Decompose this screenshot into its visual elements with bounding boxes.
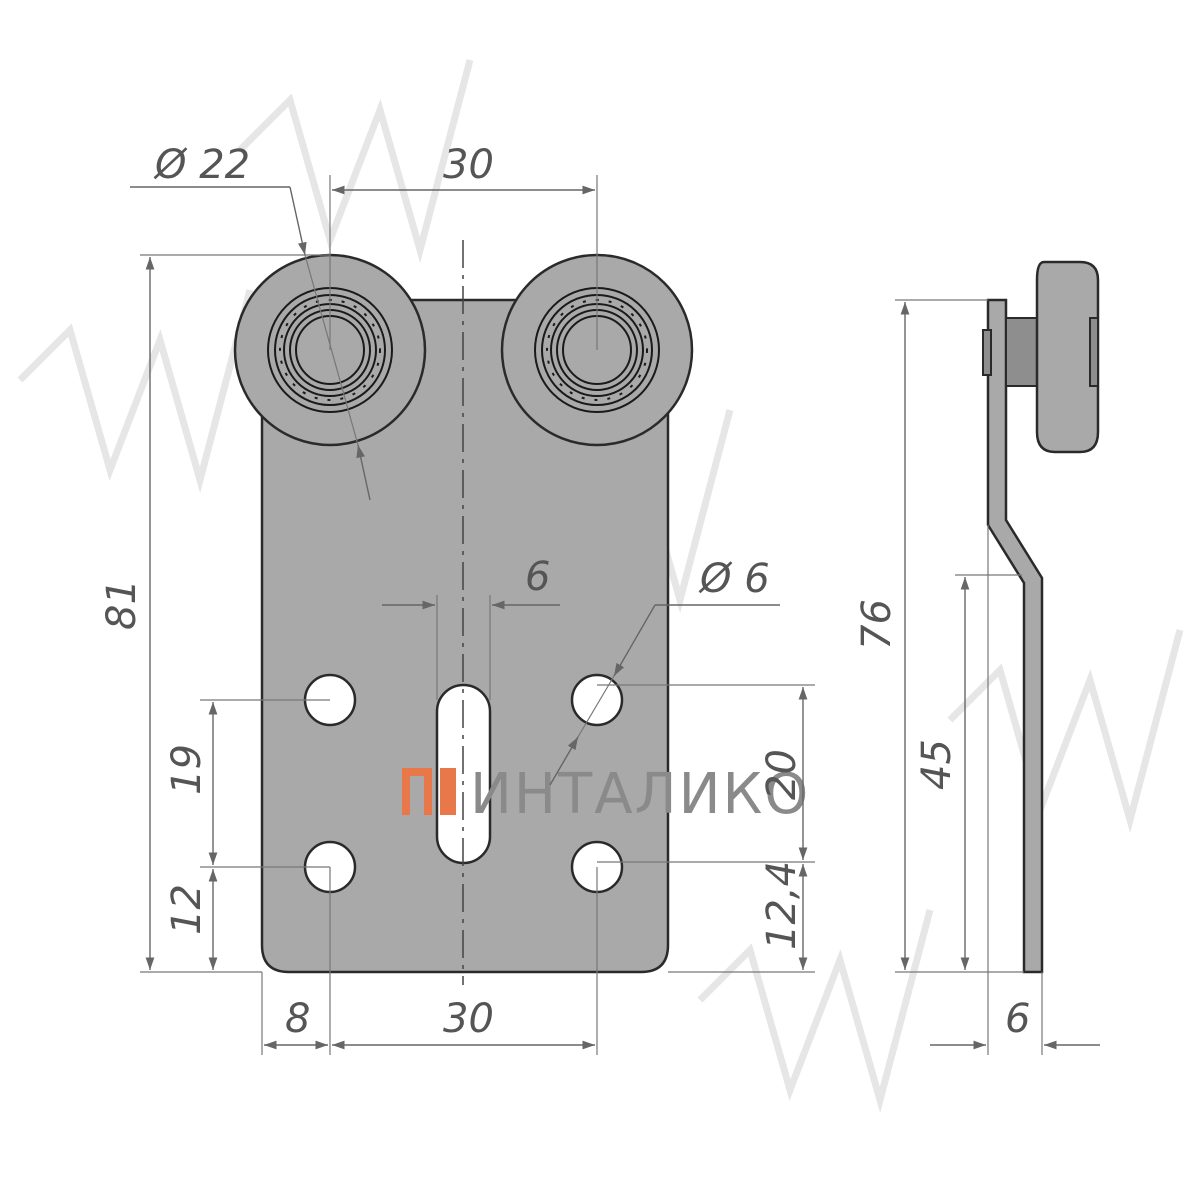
dim-total-height: 81 xyxy=(99,254,330,973)
label-hole-diameter: Ø 6 xyxy=(698,556,770,602)
dim-hole-spacing-left: 19 xyxy=(164,699,330,868)
label-side-height: 76 xyxy=(854,599,900,650)
dim-side-height: 76 xyxy=(854,299,1024,973)
company-logo: ИНТАЛИКО xyxy=(402,762,810,827)
side-view xyxy=(982,260,1100,974)
label-wheel-diameter: Ø 22 xyxy=(153,142,250,188)
label-bottom-offset-left: 12 xyxy=(164,884,210,935)
logo-text: ИНТАЛИКО xyxy=(470,762,810,827)
label-hole-spacing-horizontal: 30 xyxy=(443,996,494,1042)
label-total-height: 81 xyxy=(99,579,145,630)
label-hole-spacing-left: 19 xyxy=(164,744,210,795)
label-wheel-spacing: 30 xyxy=(443,142,494,188)
label-slot-width: 6 xyxy=(525,554,550,600)
dim-hole-diameter: Ø 6 xyxy=(549,556,780,786)
dim-bottom-offset-right: 12,4 xyxy=(759,861,808,970)
dim-hole-spacing-horizontal: 30 xyxy=(332,867,598,1055)
label-hole-spacing-right: 20 xyxy=(759,749,805,800)
dim-wheel-spacing: 30 xyxy=(329,142,598,350)
dim-wheel-diameter: Ø 22 xyxy=(130,142,371,501)
logo-mark-icon xyxy=(402,768,432,815)
dim-bottom-offset-left: 12 xyxy=(164,869,218,970)
dim-side-bend-height: 45 xyxy=(914,574,1022,970)
hole-top-right xyxy=(570,673,624,727)
dim-slot-width: 6 xyxy=(382,554,560,700)
dim-hole-spacing-right: 20 xyxy=(597,684,815,973)
label-side-bend-height: 45 xyxy=(914,739,960,790)
label-bottom-offset-right: 12,4 xyxy=(759,861,805,950)
dim-side-offset: 6 xyxy=(930,525,1100,1055)
label-side-offset: 6 xyxy=(1005,996,1030,1042)
dim-edge-offset: 8 xyxy=(261,867,331,1055)
label-edge-offset: 8 xyxy=(285,996,310,1042)
